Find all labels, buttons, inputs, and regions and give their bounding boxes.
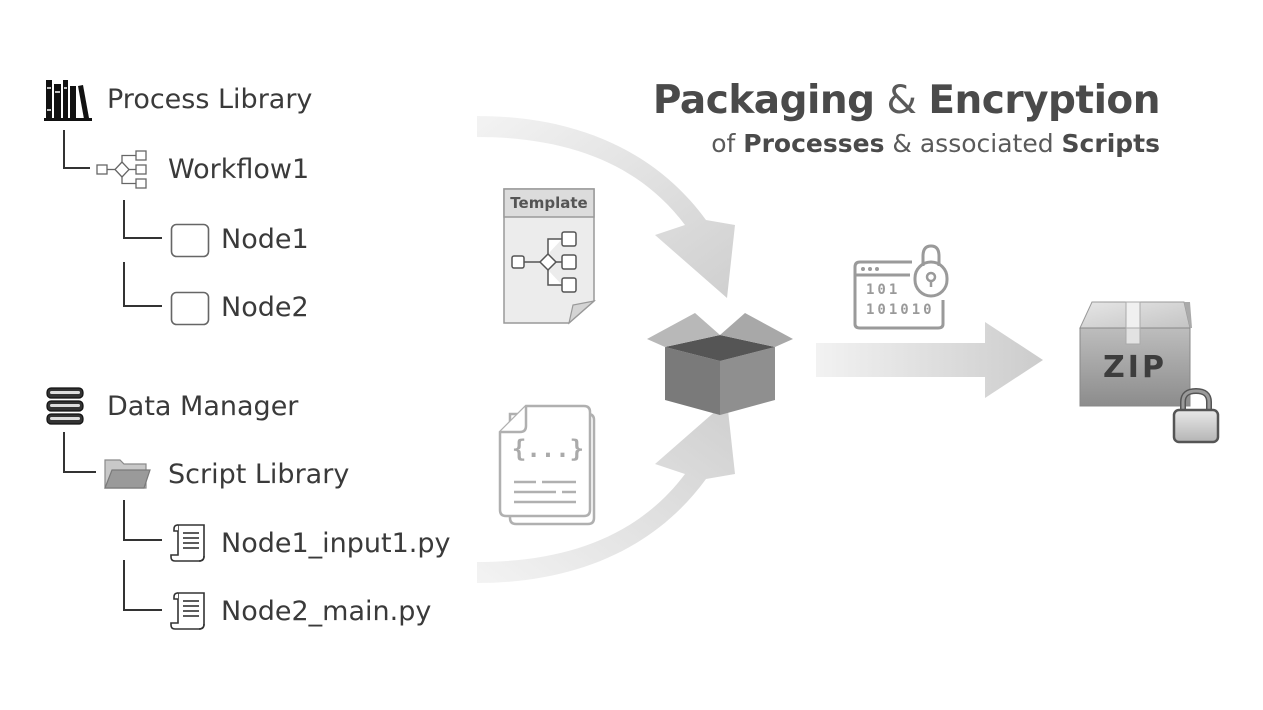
template-label: Template [510,194,588,212]
node2-box-icon [170,291,210,326]
template-doc-icon [503,188,597,325]
connector-node2 [123,262,162,307]
title-encryption: Encryption [928,78,1160,123]
main-title: Packaging & Encryption [652,78,1161,123]
arrow-right [816,322,1043,398]
subtitle-scripts: Scripts [1061,129,1160,158]
script2-scroll-icon [170,592,205,630]
title-ampersand: & [886,78,917,123]
arrow-bottom-curved [477,401,735,583]
binary-row-1: 101 [866,282,901,298]
title-packaging: Packaging [652,78,875,123]
zip-label: ZIP [1103,350,1167,385]
script1-label: Node1_input1.py [221,528,451,559]
database-icon [46,387,84,425]
subtitle: of Processes & associated Scripts [711,129,1160,158]
script-library-label: Script Library [168,459,350,490]
subtitle-processes: Processes [743,129,885,158]
workflow-icon [96,150,147,189]
padlock-icon [1172,388,1220,444]
workflow-label: Workflow1 [168,154,310,185]
connector-script2 [123,560,162,611]
package-box-icon [647,313,793,415]
node2-label: Node2 [221,292,309,323]
encrypted-window-lock-icon [853,244,949,330]
books-icon [44,80,92,121]
process-library-label: Process Library [107,84,313,115]
code-document-icon [498,404,596,526]
node1-label: Node1 [221,224,309,255]
zip-box-icon [1079,301,1192,407]
node1-box-icon [170,223,210,258]
subtitle-associated: & associated [892,129,1054,158]
folder-icon [104,459,151,489]
connector-node1 [123,200,162,239]
script2-label: Node2_main.py [221,596,432,627]
script1-scroll-icon [170,524,205,562]
connector-script1 [123,500,162,541]
code-braces-label: {...} [511,435,585,463]
arrow-top-curved [477,116,735,298]
binary-row-2: 101010 [866,302,935,318]
connector-script-library [63,432,96,473]
data-manager-label: Data Manager [107,391,299,422]
subtitle-of: of [711,129,736,158]
connector-workflow [63,130,90,169]
